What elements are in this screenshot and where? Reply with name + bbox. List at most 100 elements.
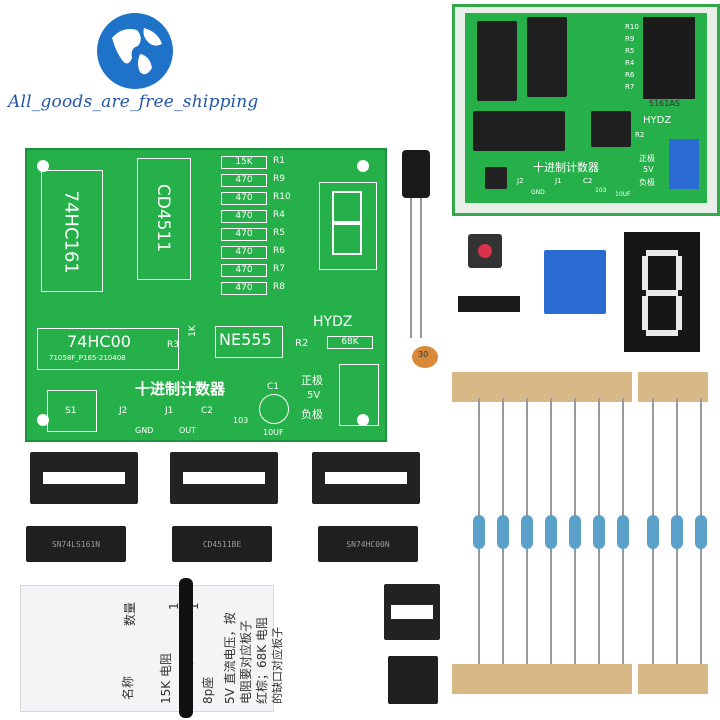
resistor-ref: R7 [273,264,285,274]
inset-c2-val: 103 [595,187,607,194]
inset-ic [591,111,631,147]
manual-line: 红棕；68K 电阻 [255,617,269,704]
resistor-body [695,515,707,549]
resistor-ref: R10 [273,192,291,202]
rubber-band [179,578,193,718]
screw-terminal [544,250,606,314]
inset-c1-val: 10UF [615,191,631,198]
mount-hole [37,414,49,426]
label-74hc00-sub: 71058F_P165-210408 [49,354,126,362]
terminal-footprint [339,364,379,426]
resistor-tape [638,664,708,694]
ceramic-capacitor [412,346,438,368]
resistor-value: 470 [221,228,267,241]
inset-volt: 5V [643,165,654,174]
resistor-ref: R1 [273,156,285,166]
mount-hole [357,160,369,172]
manual-line: 名称 [121,675,135,700]
inset-r2: R2 [635,131,645,139]
inset-seven-seg [643,17,695,99]
resistor-body [569,515,581,549]
label-ne555: NE555 [219,330,272,349]
inset-ref: R4 [625,59,635,67]
resistor-body [647,515,659,549]
ic-chip: SN74LS161N [26,526,126,562]
ic-socket [30,452,138,504]
inset-j1: J1 [555,177,562,185]
mount-hole [357,414,369,426]
resistor-body [521,515,533,549]
ic-socket [170,452,278,504]
label-pos: 正极 [301,374,323,387]
seven-seg-digit [642,250,682,336]
label-r3: R3 [167,340,179,350]
resistor-value: 470 [221,282,267,295]
seven-seg-footprint [319,182,377,270]
label-c2-val: 103 [233,416,249,425]
brand-watermark: All_goods_are_free_shipping [8,92,259,112]
resistor-value: 470 [221,246,267,259]
inset-c2: C2 [583,177,593,185]
label-r2-val: 68K [327,336,373,349]
mount-hole [37,160,49,172]
resistor-ref: R5 [273,228,285,238]
resistor-body [497,515,509,549]
label-j1-out: OUT [179,426,197,435]
manual-line: 5V 直流电压，按 [223,612,237,704]
label-neg: 负极 [301,408,323,421]
electrolytic-capacitor [402,150,430,198]
switch-footprint [47,390,97,432]
inset-neg: 负极 [639,178,655,187]
resistor-tape [638,372,708,402]
footprint-74hc00 [37,328,179,370]
label-j2: J2 [119,406,128,416]
label-j1: J1 [165,406,174,416]
inset-ref: R7 [625,83,635,91]
inset-assembled-photo: 5161AS R10 R9 R5 R4 R6 R7 HYDZ R2 十进制计数器… [452,4,720,216]
manual-line: 8p座 [201,676,215,704]
ic-chip: SN74HC00N [318,526,418,562]
label-j2-gnd: GND [135,426,154,435]
footprint-74hc161 [41,170,103,292]
ic-socket-small [384,584,440,640]
ceramic-cap-label: 30 [418,350,429,359]
inset-title: 十进制计数器 [533,161,599,174]
footprint-ne555 [215,326,283,358]
label-c2: C2 [201,406,214,416]
resistor-body [593,515,605,549]
resistor-value: 15K [221,156,267,169]
inset-terminal [669,139,699,189]
cap-leg [420,198,422,338]
ic-socket [312,452,420,504]
globe-icon [97,13,173,89]
inset-j2: J2 [517,177,524,185]
inset-ref: R10 [625,23,639,31]
label-s1: S1 [65,406,77,416]
resistor-value: 470 [221,264,267,277]
inset-ic [477,21,517,101]
resistor-body [671,515,683,549]
label-cd4511: CD4511 [153,183,173,253]
resistor-value: 470 [221,210,267,223]
resistor-ref: R6 [273,246,285,256]
resistor-tape [452,664,632,694]
manual-line: 数量 [123,601,137,626]
manual-line: 15K 电阻 [159,653,173,704]
inset-ref: R6 [625,71,635,79]
label-74hc00: 74HC00 [67,332,131,351]
pin-header [458,296,520,312]
pcb-board: 74HC161 CD4511 15K 470 470 470 470 470 4… [25,148,387,442]
manual-line: 电阻要对应板子 [239,619,253,704]
cap-footprint [259,394,289,424]
resistor-tape [452,372,632,402]
board-title: 十进制计数器 [135,380,226,398]
resistor-body [473,515,485,549]
inset-seg-label: 5161AS [649,99,680,108]
resistor-value: 470 [221,174,267,187]
resistor-value: 470 [221,192,267,205]
resistor-ref: R9 [273,174,285,184]
resistor-column: 15K 470 470 470 470 470 470 470 R1 R9 R1… [213,154,313,295]
ic-chip-small [388,656,438,704]
inset-ic [527,17,567,97]
instruction-manual: 数量 1 1 名称 15K 电阻 68K 电阻 8p座 5V 直流电压，按 电阻… [20,578,284,718]
